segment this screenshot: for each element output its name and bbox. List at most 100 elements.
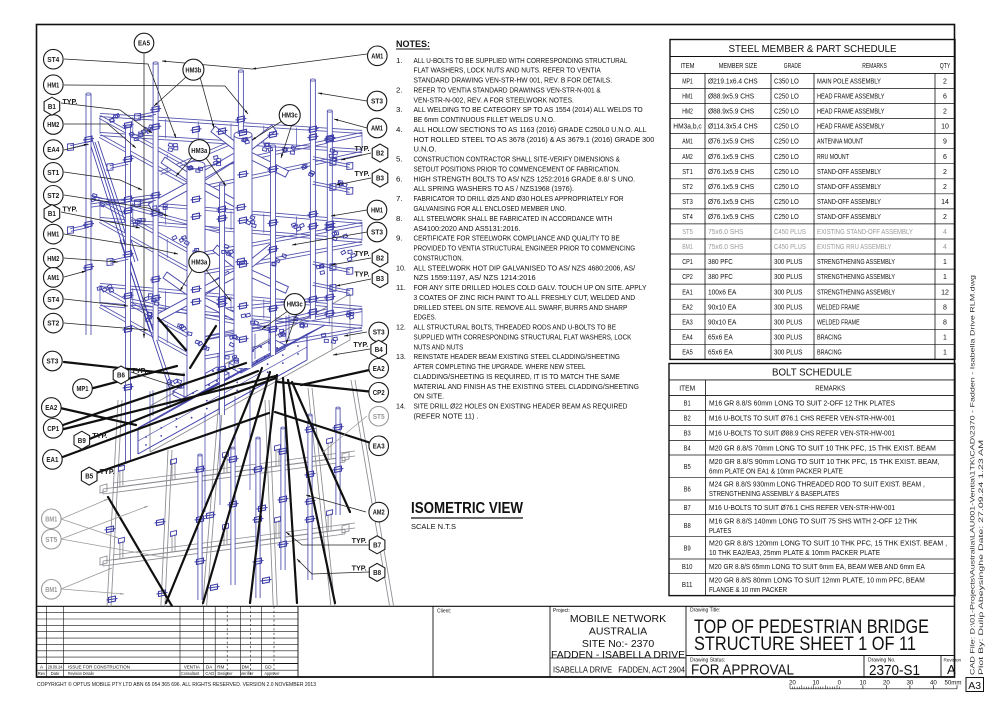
svg-text:Ø76.1x5.9 CHS: Ø76.1x5.9 CHS [708,169,754,176]
svg-text:Designer: Designer [218,671,234,676]
svg-text:ST3: ST3 [371,228,383,237]
svg-text:STRENGTHENING ASSEMBLY: STRENGTHENING ASSEMBLY [817,259,895,266]
svg-text:CP2: CP2 [373,388,385,397]
svg-text:8: 8 [943,319,947,326]
svg-text:ST4: ST4 [47,55,60,64]
svg-text:12.: 12. [396,325,406,332]
svg-text:FOR ANY SITE DRILLED HOLES COL: FOR ANY SITE DRILLED HOLES COLD GALV. TO… [414,285,647,292]
svg-text:9: 9 [943,139,947,146]
svg-text:ALL STEELWORK HOT DIP GALVANIS: ALL STEELWORK HOT DIP GALVANISED TO AS/ … [414,265,636,272]
svg-text:300 PLUS: 300 PLUS [774,334,803,341]
svg-text:HM1: HM1 [682,94,693,101]
svg-text:FLANGE & 10 mm PACKER: FLANGE & 10 mm PACKER [709,587,787,594]
svg-text:Project:: Project: [553,608,570,614]
svg-text:ANTENNA MOUNT: ANTENNA MOUNT [817,139,864,146]
svg-text:B3: B3 [376,274,384,283]
svg-text:C250 LO: C250 LO [774,139,799,146]
svg-text:GRADE: GRADE [784,63,802,70]
svg-text:ST3: ST3 [46,357,58,366]
svg-text:HM3a: HM3a [191,258,208,267]
svg-text:6mm PLATE ON EA1 & 10mm PACKER: 6mm PLATE ON EA1 & 10mm PACKER PLATE [709,469,843,476]
svg-text:STAND-OFF ASSEMBLY: STAND-OFF ASSEMBLY [817,214,881,221]
svg-text:EA3: EA3 [682,319,693,326]
svg-text:ST3: ST3 [373,328,385,337]
svg-text:Drawing No.: Drawing No. [868,658,896,664]
svg-text:B9: B9 [684,545,691,552]
svg-text:ALL HOLLOW SECTIONS TO AS 1163: ALL HOLLOW SECTIONS TO AS 1163 (2016) GR… [414,127,647,134]
svg-text:MAIN POLE ASSEMBLY: MAIN POLE ASSEMBLY [817,79,881,86]
svg-text:6: 6 [943,94,947,101]
svg-text:MOBILE NETWORK: MOBILE NETWORK [570,613,666,625]
svg-text:BRACING: BRACING [817,334,842,341]
svg-text:Ø76.1x5.9 CHS: Ø76.1x5.9 CHS [708,139,754,146]
svg-text:ST2: ST2 [682,184,693,191]
svg-text:4: 4 [943,244,947,251]
svg-text:Verifier: Verifier [241,671,255,676]
svg-text:TYP.: TYP. [132,366,147,375]
svg-text:A: A [40,664,44,669]
svg-text:3 COATES OF ZINC RICH PAINT TO: 3 COATES OF ZINC RICH PAINT TO ALL FRESH… [414,295,636,302]
svg-text:GALVANISING FOR ALL ENCLOSED M: GALVANISING FOR ALL ENCLOSED MEMBER UNO. [414,206,567,213]
svg-text:ITEM: ITEM [679,386,695,393]
svg-text:STRENGTHENING ASSEMBLY & BASEP: STRENGTHENING ASSEMBLY & BASEPLATES [709,491,839,498]
svg-text:AM1: AM1 [371,124,383,133]
svg-text:Ø219.1x6.4 CHS: Ø219.1x6.4 CHS [708,79,758,86]
svg-text:1: 1 [943,350,947,357]
svg-text:M20 GR 8.8/S 120mm LONG TO SUI: M20 GR 8.8/S 120mm LONG TO SUIT 10 THK P… [709,541,947,548]
svg-text:AFTER COMPLETING THE UPGRADE.: AFTER COMPLETING THE UPGRADE. WHERE NEW … [414,364,586,371]
svg-text:Ø88.9x5.9 CHS: Ø88.9x5.9 CHS [708,94,754,101]
svg-text:ST2: ST2 [47,319,59,328]
svg-text:B6: B6 [684,486,691,493]
svg-text:300 PLUS: 300 PLUS [774,350,803,357]
svg-text:HM1: HM1 [47,230,59,239]
svg-text:B4: B4 [375,345,384,354]
svg-text:11.: 11. [396,285,406,292]
svg-text:C450 PLUS: C450 PLUS [774,244,806,251]
svg-text:HM3b: HM3b [185,65,201,74]
svg-text:M16 GR 8.8/S 60mm LONG TO SUIT: M16 GR 8.8/S 60mm LONG TO SUIT 2-OFF 12 … [709,401,895,408]
svg-text:M16 U-BOLTS TO SUIT Ø76.1 CHS: M16 U-BOLTS TO SUIT Ø76.1 CHS REFER VEN-… [709,505,895,512]
svg-text:M24 GR 8.8/S 930mm LONG THREAD: M24 GR 8.8/S 930mm LONG THREADED ROD TO … [709,482,925,489]
svg-text:NUTS AND NUTS: NUTS AND NUTS [414,344,464,351]
svg-text:EA5: EA5 [682,350,693,357]
svg-text:B9: B9 [78,436,86,445]
svg-text:2: 2 [943,184,947,191]
svg-text:CP1: CP1 [682,259,693,266]
svg-text:M16 U-BOLTS TO SUIT Ø76.1 CHS: M16 U-BOLTS TO SUIT Ø76.1 CHS REFER VEN-… [709,416,895,423]
svg-text:ALL WELDING TO BE CATEGORY SP: ALL WELDING TO BE CATEGORY SP TO AS 1554… [414,107,644,114]
svg-text:ON SITE.: ON SITE. [414,394,445,401]
svg-text:1: 1 [943,274,947,281]
svg-text:5.: 5. [396,157,403,164]
svg-text:STANDARD DRAWING VEN-STR-HW 00: STANDARD DRAWING VEN-STR-HW 001, REV. B … [414,78,613,85]
svg-text:FOR APPROVAL: FOR APPROVAL [691,663,794,679]
svg-text:STEEL MEMBER & PART SCHEDULE: STEEL MEMBER & PART SCHEDULE [729,44,897,55]
svg-text:CONSTRUCTION.: CONSTRUCTION. [414,255,464,262]
svg-text:AM2: AM2 [682,154,693,161]
svg-text:CERTIFICATE FOR STEELWORK COMP: CERTIFICATE FOR STEELWORK COMPLIANCE AND… [414,236,621,243]
svg-text:HM3c: HM3c [287,300,303,309]
svg-text:SCALE N.T.S: SCALE N.T.S [411,522,456,531]
svg-text:HEAD FRAME ASSEMBLY: HEAD FRAME ASSEMBLY [817,124,885,131]
svg-text:VEN-STR-N-002, REV. A FOR STEE: VEN-STR-N-002, REV. A FOR STEELWORK NOTE… [414,97,574,104]
svg-text:C250 LO: C250 LO [774,94,799,101]
svg-text:PROVIDED TO VENTIA STRUCTURAL: PROVIDED TO VENTIA STRUCTURAL ENGINEER P… [414,246,636,253]
svg-text:C250 LO: C250 LO [774,154,799,161]
svg-text:BM1: BM1 [45,514,57,523]
svg-text:TYP.: TYP. [62,97,77,106]
svg-text:CP1: CP1 [47,424,59,433]
svg-text:SITE DRILL Ø22 HOLES ON EXISTI: SITE DRILL Ø22 HOLES ON EXISTING HEADER … [414,404,628,411]
svg-text:M20 GR 8.8/S 70mm LONG TO SUIT: M20 GR 8.8/S 70mm LONG TO SUIT 10 THK PF… [709,445,936,452]
svg-text:Ø76.1x5.9 CHS: Ø76.1x5.9 CHS [708,184,754,191]
svg-text:M16 U-BOLTS TO SUIT Ø88.9 CHS: M16 U-BOLTS TO SUIT Ø88.9 CHS REFER VEN-… [709,431,895,438]
svg-text:20: 20 [789,679,796,686]
svg-text:M20 GR 8.8/S 65mm LONG TO SUIT: M20 GR 8.8/S 65mm LONG TO SUIT 6mm EA, B… [709,564,925,571]
svg-text:C250 LO: C250 LO [774,124,799,131]
svg-text:B8: B8 [684,523,691,530]
svg-text:8.: 8. [396,216,403,223]
svg-text:4.: 4. [396,127,403,134]
svg-text:380 PFC: 380 PFC [708,274,733,281]
svg-text:EA5: EA5 [138,39,150,48]
svg-text:2.: 2. [396,87,403,94]
svg-text:STRUCTURE SHEET 1 OF 11: STRUCTURE SHEET 1 OF 11 [694,634,916,655]
svg-text:C350 LO: C350 LO [774,79,799,86]
